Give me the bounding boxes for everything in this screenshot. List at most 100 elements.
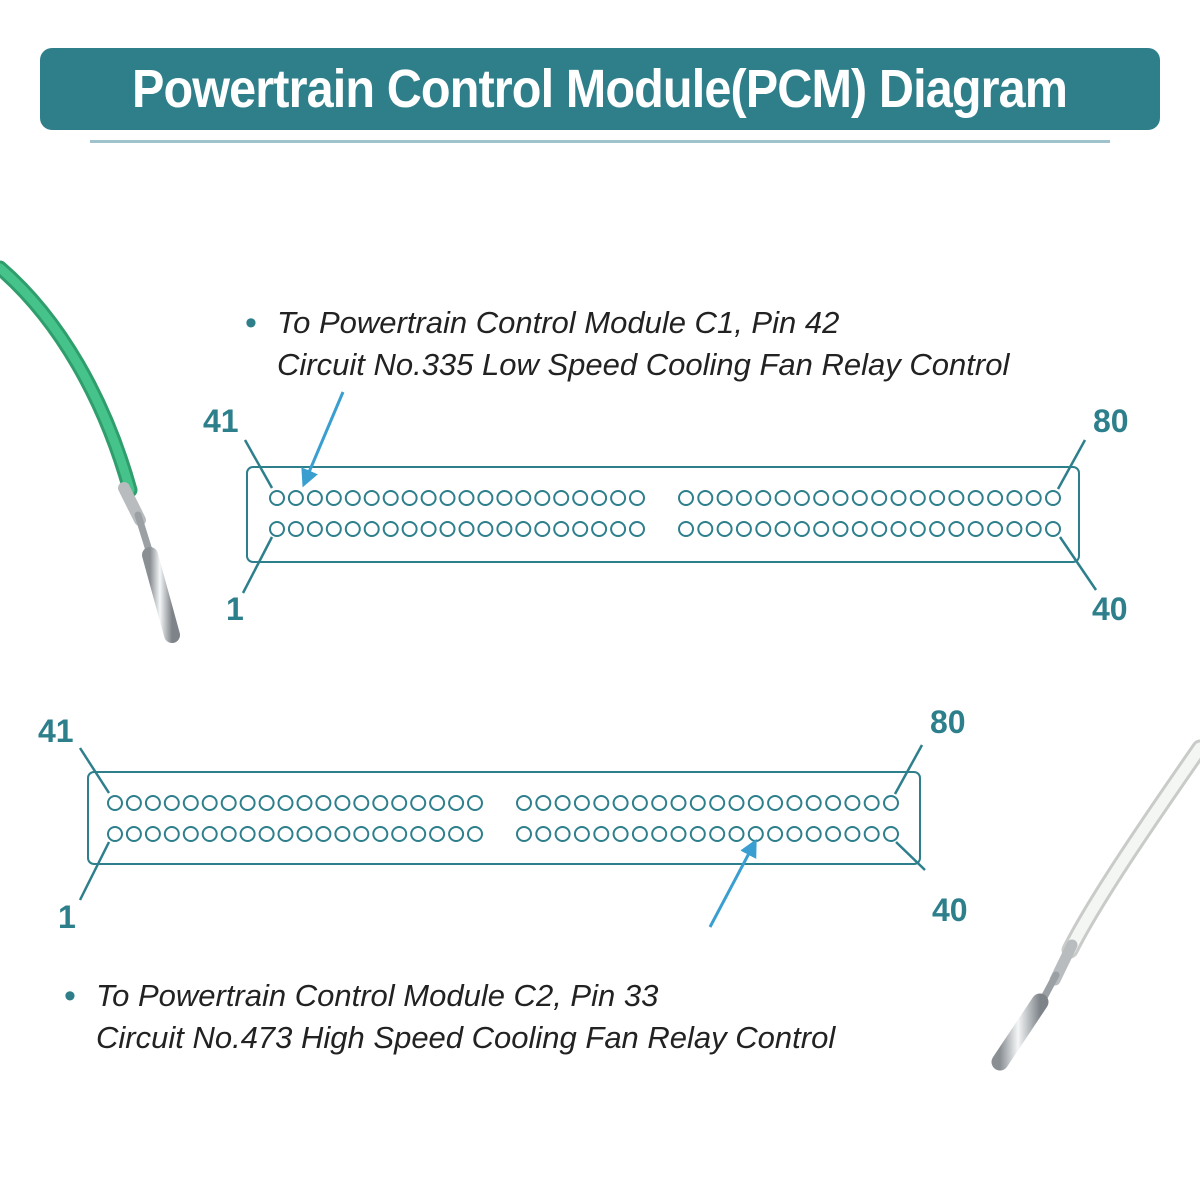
pin-hole	[593, 795, 610, 811]
pin-hole	[296, 795, 313, 811]
pin-hole	[535, 826, 552, 842]
pin-hole	[391, 795, 408, 811]
c2-note-line1: To Powertrain Control Module C2, Pin 33	[96, 978, 659, 1013]
pin-hole	[572, 490, 589, 506]
pin-hole	[670, 795, 687, 811]
pin-hole	[805, 826, 822, 842]
pin-hole	[420, 521, 437, 537]
pin-label-80: 80	[1093, 403, 1129, 439]
pin-hole	[363, 490, 380, 506]
pin-hole	[591, 521, 608, 537]
pin-hole	[325, 490, 342, 506]
pin-hole	[871, 490, 888, 506]
pin-hole	[767, 826, 784, 842]
pin-hole	[728, 826, 745, 842]
pin-hole	[767, 795, 784, 811]
pin-hole	[372, 826, 389, 842]
pin-hole	[890, 490, 907, 506]
pin-hole	[401, 521, 418, 537]
pin-hole	[709, 795, 726, 811]
pin-hole	[629, 521, 645, 537]
pin-hole	[573, 826, 590, 842]
pin-hole	[948, 490, 965, 506]
pin-label-1: 1	[58, 899, 76, 935]
bullet-icon: •	[245, 304, 257, 342]
pin-hole	[716, 490, 733, 506]
pin-hole	[697, 521, 714, 537]
pin-hole	[277, 826, 294, 842]
pin-hole	[774, 490, 791, 506]
pin-leader-line	[1056, 439, 1087, 490]
pin-hole	[429, 826, 446, 842]
pin-hole	[774, 521, 791, 537]
pin-hole	[344, 490, 361, 506]
pin-hole	[239, 795, 256, 811]
pin-hole	[670, 826, 687, 842]
pin-hole	[747, 826, 764, 842]
pin-label-41: 41	[203, 403, 239, 439]
pin-hole	[863, 826, 880, 842]
pin-hole	[1025, 521, 1042, 537]
pin-hole	[201, 826, 218, 842]
pin-hole	[534, 521, 551, 537]
pin-label-41: 41	[38, 713, 74, 749]
pin-hole	[1045, 490, 1061, 506]
pin-hole	[353, 826, 370, 842]
pin-hole	[747, 795, 764, 811]
pin-hole	[420, 490, 437, 506]
pin-hole	[1006, 521, 1023, 537]
pin-hole	[967, 490, 984, 506]
pin-hole	[382, 521, 399, 537]
pin-hole	[458, 490, 475, 506]
pin-hole	[201, 795, 218, 811]
connector-housing	[87, 771, 921, 865]
pin-hole	[344, 521, 361, 537]
pin-hole	[107, 826, 123, 842]
c2-note-line2: Circuit No.473 High Speed Cooling Fan Re…	[96, 1020, 836, 1055]
pin-hole	[515, 490, 532, 506]
pin-hole	[987, 521, 1004, 537]
pin-hole	[496, 521, 513, 537]
pin-hole	[689, 826, 706, 842]
pin-hole	[591, 490, 608, 506]
pin-hole	[786, 826, 803, 842]
pin-hole	[825, 826, 842, 842]
pin-hole	[325, 521, 342, 537]
pin-hole	[805, 795, 822, 811]
pin-hole	[987, 490, 1004, 506]
pin-hole	[315, 826, 332, 842]
pin-hole	[439, 521, 456, 537]
pin-hole	[890, 521, 907, 537]
pin-hole	[515, 521, 532, 537]
pin-hole	[929, 490, 946, 506]
c1-note-line2: Circuit No.335 Low Speed Cooling Fan Rel…	[277, 347, 1010, 382]
pin-hole	[448, 795, 465, 811]
pin-hole	[967, 521, 984, 537]
pin-hole	[929, 521, 946, 537]
green-wire-terminal	[0, 260, 180, 643]
pin-hole	[182, 826, 199, 842]
pin-hole	[735, 521, 752, 537]
pin-hole	[553, 521, 570, 537]
pin-hole	[844, 826, 861, 842]
pin-hole	[391, 826, 408, 842]
pin-hole	[535, 795, 552, 811]
pin-hole	[697, 490, 714, 506]
pin-hole	[735, 490, 752, 506]
page-title: Powertrain Control Module(PCM) Diagram	[132, 59, 1068, 119]
pin-hole	[182, 795, 199, 811]
pin-hole	[786, 795, 803, 811]
pin-leader-line	[241, 536, 274, 594]
pin-hole	[573, 795, 590, 811]
pin-hole	[429, 795, 446, 811]
pin-hole	[277, 795, 294, 811]
pin-hole	[477, 521, 494, 537]
pin-hole	[534, 490, 551, 506]
pin-hole	[832, 521, 849, 537]
pin-hole	[863, 795, 880, 811]
pin-hole	[832, 490, 849, 506]
title-banner: Powertrain Control Module(PCM) Diagram	[40, 48, 1160, 130]
pin-leader-line	[243, 439, 274, 489]
pin-hole	[287, 490, 304, 506]
